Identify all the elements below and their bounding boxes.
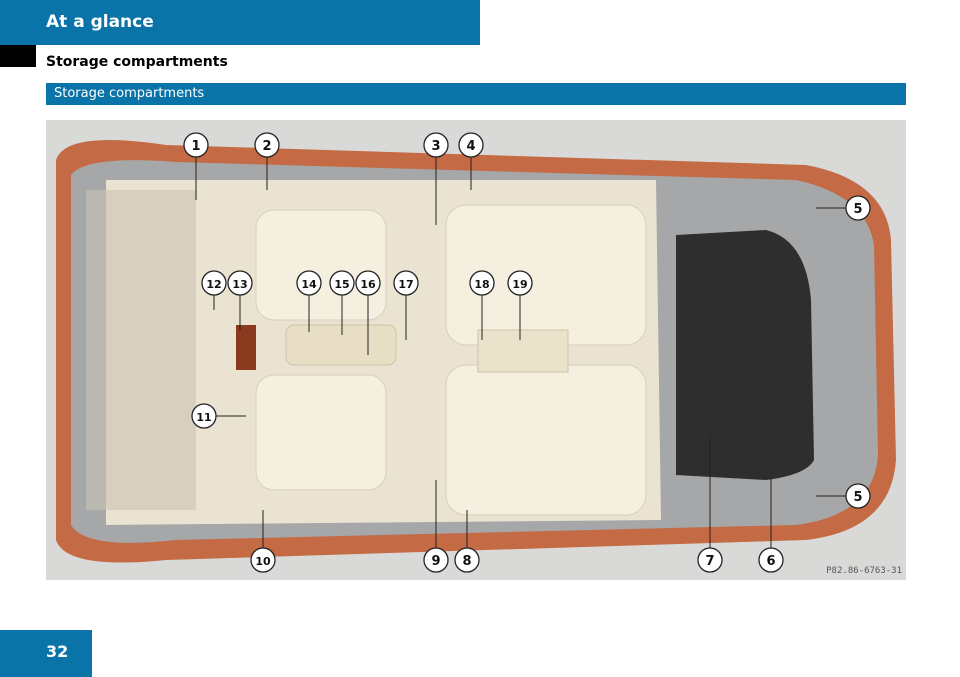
callout-8: 8 [462, 554, 471, 569]
callout-10: 10 [255, 555, 271, 568]
subsection-label: Storage compartments [54, 86, 205, 101]
callout-14: 14 [301, 278, 317, 291]
callout-6: 6 [766, 554, 775, 569]
callout-18: 18 [474, 278, 489, 291]
callout-15: 15 [334, 278, 349, 291]
callout-2: 2 [262, 139, 271, 154]
callout-17: 17 [398, 278, 413, 291]
section-marker [0, 45, 36, 67]
callout-12: 12 [206, 278, 221, 291]
callout-16: 16 [360, 278, 376, 291]
figure-reference: P82.86-6763-31 [826, 566, 902, 576]
callout-9: 9 [431, 554, 440, 569]
car-top-view-svg: 1 2 3 4 5 5 6 7 8 9 10 11 12 13 14 15 16… [46, 120, 906, 580]
callout-5-top: 5 [853, 202, 862, 217]
callout-4: 4 [466, 139, 475, 154]
callout-7: 7 [705, 554, 714, 569]
callout-11: 11 [196, 411, 211, 424]
callout-1: 1 [191, 139, 200, 154]
section-title: Storage compartments [46, 54, 228, 70]
header-title: At a glance [46, 12, 154, 32]
page-number: 32 [46, 642, 69, 661]
callout-5-bottom: 5 [853, 490, 862, 505]
header-band: At a glance [0, 0, 480, 45]
page-number-box: 32 [0, 630, 92, 677]
callout-3: 3 [431, 139, 440, 154]
callout-19: 19 [512, 278, 527, 291]
vehicle-illustration: 1 2 3 4 5 5 6 7 8 9 10 11 12 13 14 15 16… [46, 120, 906, 580]
subsection-bar: Storage compartments [46, 83, 906, 105]
callout-13: 13 [232, 278, 247, 291]
